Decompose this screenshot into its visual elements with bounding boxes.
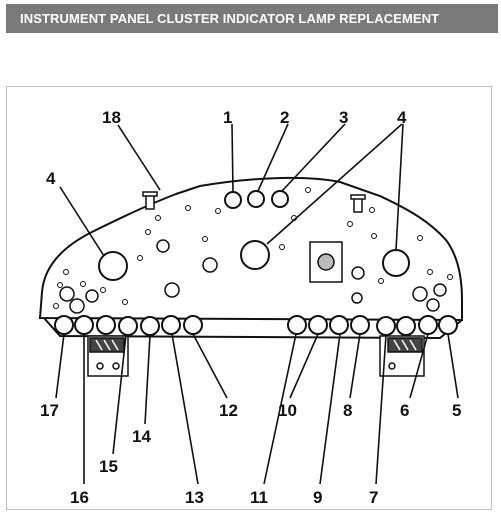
callout-7: 7 xyxy=(369,488,378,507)
lamp-socket-3 xyxy=(271,190,289,208)
callout-3: 3 xyxy=(339,108,348,127)
callout-15: 15 xyxy=(99,457,118,476)
lamp-socket-12 xyxy=(183,315,203,335)
lamp-socket-9 xyxy=(329,315,349,335)
lamp-socket-11 xyxy=(287,315,307,335)
lamp-socket-13 xyxy=(161,315,181,335)
callout-13: 13 xyxy=(185,488,204,507)
callout-4-left: 4 xyxy=(46,169,56,188)
lamp-socket-2 xyxy=(247,190,265,208)
lamp-socket-14 xyxy=(140,316,160,336)
lamp-socket-1 xyxy=(224,191,242,209)
lamp-socket-16 xyxy=(74,315,94,335)
callout-18: 18 xyxy=(102,108,121,127)
callout-9: 9 xyxy=(313,488,322,507)
callout-12: 12 xyxy=(219,401,238,420)
page-title: INSTRUMENT PANEL CLUSTER INDICATOR LAMP … xyxy=(20,11,440,26)
lamp-socket-7a xyxy=(396,316,416,336)
callout-5: 5 xyxy=(452,401,461,420)
lamp-socket-large-left xyxy=(98,251,128,281)
callout-17: 17 xyxy=(40,401,59,420)
callout-4-top: 4 xyxy=(397,108,407,127)
lamp-socket-15 xyxy=(118,316,138,336)
callout-10: 10 xyxy=(278,401,297,420)
lamp-socket-15a xyxy=(96,315,116,335)
mounting-stud-left xyxy=(142,191,158,210)
callout-1: 1 xyxy=(223,108,232,127)
callout-6: 6 xyxy=(400,401,409,420)
lamp-socket-large-right xyxy=(382,249,410,277)
callout-2: 2 xyxy=(280,108,289,127)
lamp-socket-8 xyxy=(350,315,370,335)
callout-8: 8 xyxy=(343,401,352,420)
lamp-socket-5 xyxy=(438,315,458,335)
connector-tab-right xyxy=(379,335,425,377)
lamp-socket-7 xyxy=(376,316,396,336)
lamp-socket-17 xyxy=(54,315,74,335)
lamp-socket-large-center xyxy=(240,240,270,270)
mounting-stud-right xyxy=(350,194,366,213)
center-socket xyxy=(309,241,343,283)
lamp-socket-6 xyxy=(418,315,438,335)
callout-11: 11 xyxy=(250,488,268,507)
lamp-socket-10 xyxy=(308,315,328,335)
callout-16: 16 xyxy=(70,488,89,507)
connector-tab-left xyxy=(87,335,129,377)
leader-lines xyxy=(55,123,459,485)
callout-14: 14 xyxy=(132,427,151,446)
header-bar: INSTRUMENT PANEL CLUSTER INDICATOR LAMP … xyxy=(6,4,498,33)
callout-labels: 1 2 3 4 4 18 17 16 15 14 13 12 11 10 9 8… xyxy=(40,108,461,507)
